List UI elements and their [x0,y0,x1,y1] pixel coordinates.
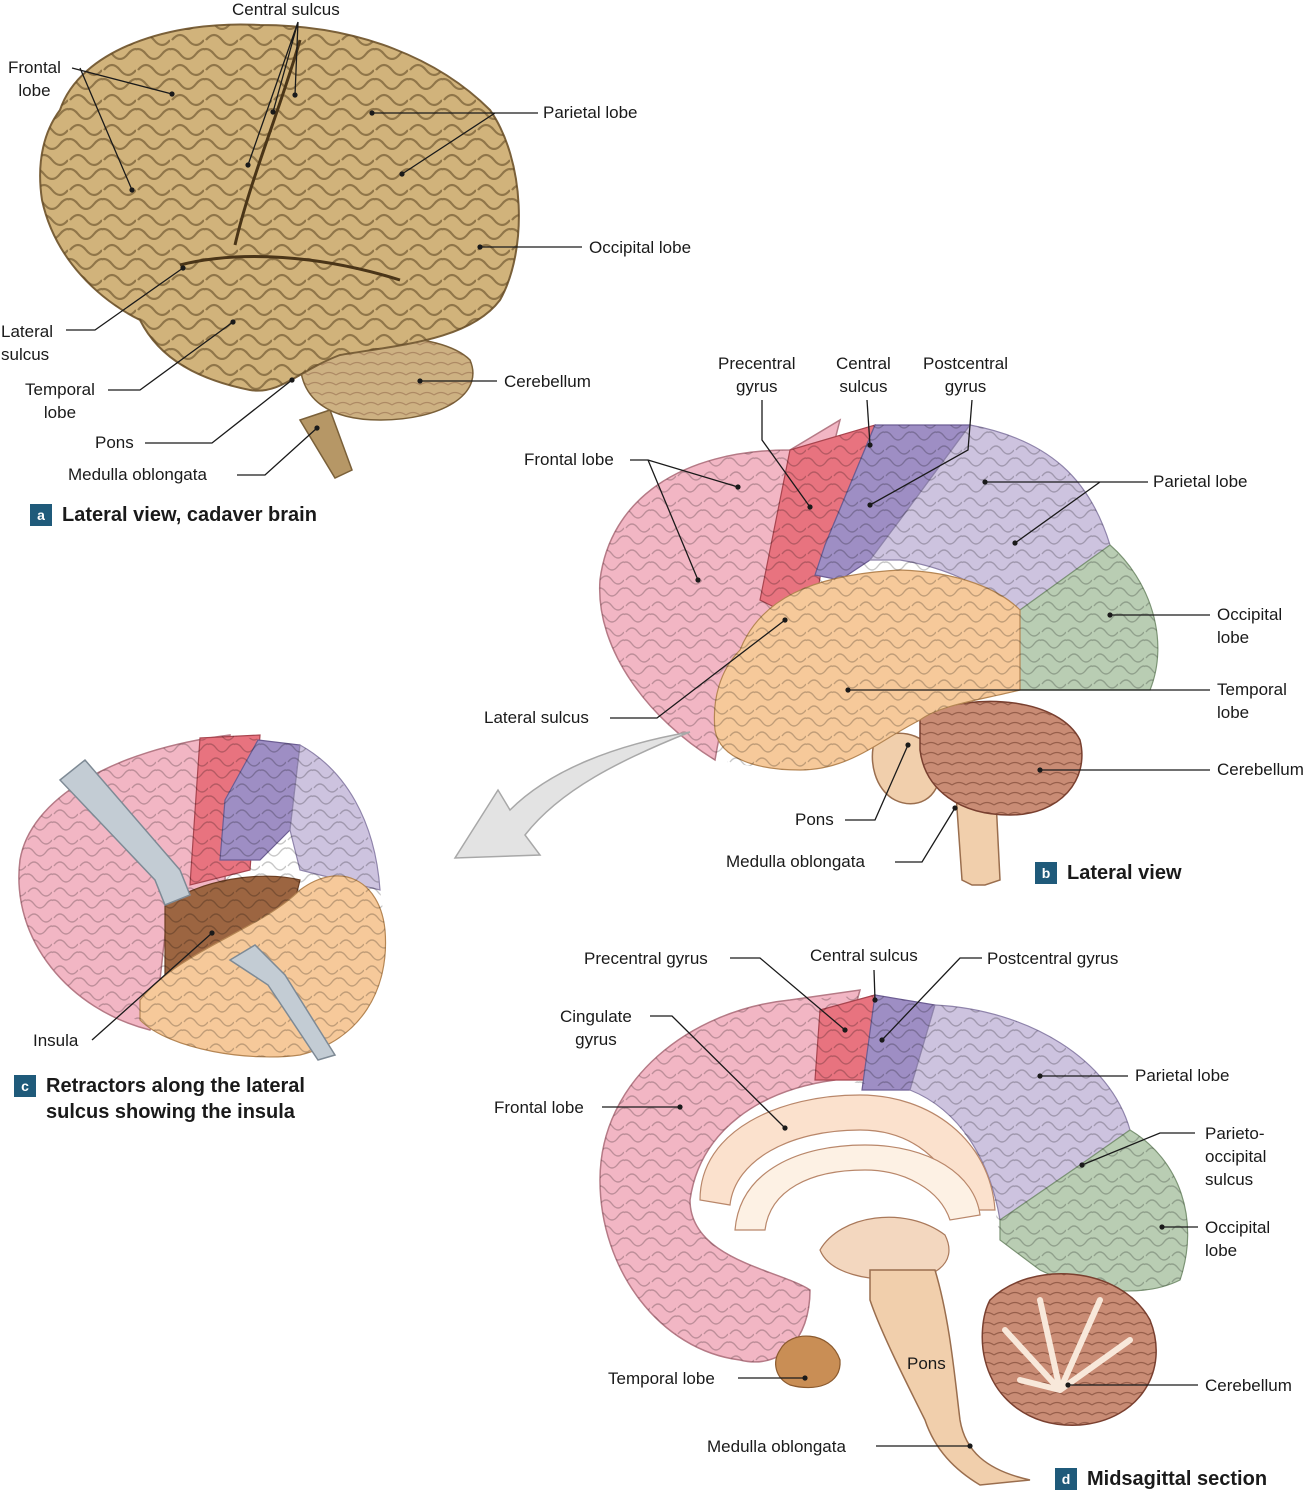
b-label-lateral-sulcus: Lateral sulcus [484,708,589,727]
midsagittal-illustration [599,989,1189,1486]
a-label-parietal-lobe: Parietal lobe [543,103,638,122]
d-label-parietal-lobe: Parietal lobe [1135,1066,1230,1085]
lateral-view-illustration [599,418,1159,886]
zoom-arrow [453,731,691,859]
b-label-frontal-lobe: Frontal lobe [524,450,614,469]
a-label-central-sulcus: Central sulcus [232,0,340,19]
d-corpus-callosum [734,1144,981,1231]
leader-dots [129,91,1165,1449]
caption-b: b Lateral view [1035,860,1182,886]
b-label-postcentral-gyrus: Postcentral gyrus [923,354,1009,396]
d-label-cerebellum: Cerebellum [1205,1376,1292,1395]
b-label-cerebellum: Cerebellum [1217,760,1304,779]
caption-d-text: Midsagittal section [1087,1468,1268,1490]
d-label-occipital-lobe: Occipital lobe [1205,1218,1271,1260]
a-label-pons: Pons [95,433,134,452]
caption-d-badge: d [1055,1468,1077,1490]
d-brainstem [869,1269,1031,1486]
caption-b-text: Lateral view [1067,862,1182,884]
d-label-frontal-lobe: Frontal lobe [494,1098,584,1117]
caption-c: c Retractors along the lateral sulcus sh… [14,1073,305,1125]
a-label-temporal-lobe: Temporal lobe [25,380,95,422]
c-label-insula: Insula [33,1031,79,1050]
caption-a: a Lateral view, cadaver brain [30,502,317,528]
b-label-pons: Pons [795,810,834,829]
d-label-medulla: Medulla oblongata [707,1437,846,1456]
retractor-upper [58,758,191,906]
cadaver-central-sulcus-line [233,39,302,246]
d-label-postcentral-gyrus: Postcentral gyrus [987,949,1119,968]
d-label-pons: Pons [907,1354,946,1373]
b-label-occipital-lobe: Occipital lobe [1217,605,1283,647]
d-label-temporal-lobe: Temporal lobe [608,1369,715,1388]
a-label-medulla: Medulla oblongata [68,465,207,484]
insula-illustration [18,734,387,1061]
a-label-frontal-lobe: Frontal lobe [8,58,61,100]
cadaver-brain-illustration [39,23,520,479]
b-label-central-sulcus: Central sulcus [836,354,891,396]
leader-lines [66,21,1210,1447]
retractor-lower [228,944,337,1061]
b-label-parietal-lobe: Parietal lobe [1153,472,1248,491]
d-cingulate [699,1094,996,1211]
a-label-lateral-sulcus: Lateral sulcus [1,322,53,364]
caption-a-badge: a [30,504,52,526]
d-diencephalon [819,1216,950,1281]
d-label-precentral-gyrus: Precentral gyrus [584,949,708,968]
caption-c-badge: c [14,1075,36,1097]
a-label-cerebellum: Cerebellum [504,372,591,391]
caption-a-text: Lateral view, cadaver brain [62,504,317,526]
d-label-cingulate-gyrus: Cingulate gyrus [560,1007,632,1049]
d-label-central-sulcus: Central sulcus [810,946,918,965]
a-label-occipital-lobe: Occipital lobe [589,238,692,257]
d-label-parieto-occipital-sulcus: Parieto- occipital sulcus [1205,1124,1267,1189]
b-label-temporal-lobe: Temporal lobe [1217,680,1287,722]
b-label-precentral-gyrus: Precentral gyrus [718,354,796,396]
cadaver-medulla [298,409,353,479]
caption-d: d Midsagittal section [1055,1466,1267,1492]
b-label-medulla: Medulla oblongata [726,852,865,871]
caption-b-badge: b [1035,862,1057,884]
d-temporal [775,1335,841,1389]
d-arbor-vitae [1002,1297,1133,1393]
caption-c-text: Retractors along the lateral sulcus show… [46,1075,305,1123]
cadaver-lateral-sulcus-line [179,255,401,282]
